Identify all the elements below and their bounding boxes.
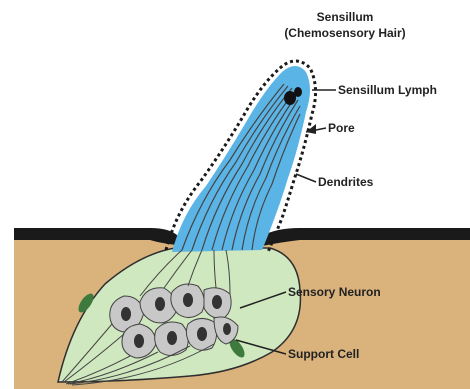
label-support-cell: Support Cell (288, 347, 359, 361)
label-sensillum-lymph: Sensillum Lymph (338, 83, 437, 97)
tip-pore (294, 87, 302, 97)
label-dendrites: Dendrites (318, 175, 374, 189)
title-line-2: (Chemosensory Hair) (284, 26, 405, 40)
label-pore: Pore (328, 121, 355, 135)
title-line-1: Sensillum (317, 10, 374, 24)
label-sensory-neuron: Sensory Neuron (288, 285, 381, 299)
